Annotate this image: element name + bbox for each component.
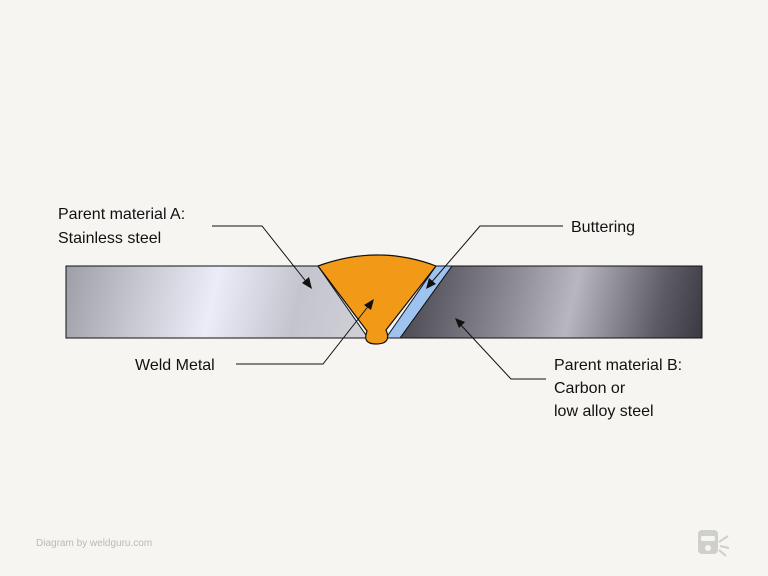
leader-line-buttering: [429, 225, 563, 285]
label-parent-material-b-line2: Carbon or: [554, 380, 626, 397]
arrowhead-weld-metal: [364, 299, 374, 310]
diagram-credit: Diagram by weldguru.com: [36, 538, 153, 549]
leader-line-weld-metal: [236, 303, 371, 365]
arrowhead-buttering: [426, 278, 436, 289]
leader-line-parent-material-b: [458, 322, 546, 380]
leader-line-parent-material-a: [212, 225, 309, 285]
label-weld-metal: Weld Metal: [135, 357, 215, 374]
label-parent-material-b-line1: Parent material B:: [554, 357, 682, 374]
arrowhead-parent-material-a: [302, 277, 312, 289]
parent-material-a-plate: [65, 265, 369, 339]
label-parent-material-b-line3: low alloy steel: [554, 403, 654, 420]
label-buttering: Buttering: [571, 219, 635, 236]
parent-material-b-plate: [399, 265, 703, 339]
label-parent-material-a-line1: Parent material A:: [58, 206, 185, 223]
weldguru-logo-icon: [698, 530, 730, 557]
label-parent-material-a-line2: Stainless steel: [58, 230, 161, 247]
arrowhead-parent-material-b: [455, 318, 465, 328]
weld-metal: [317, 254, 437, 345]
